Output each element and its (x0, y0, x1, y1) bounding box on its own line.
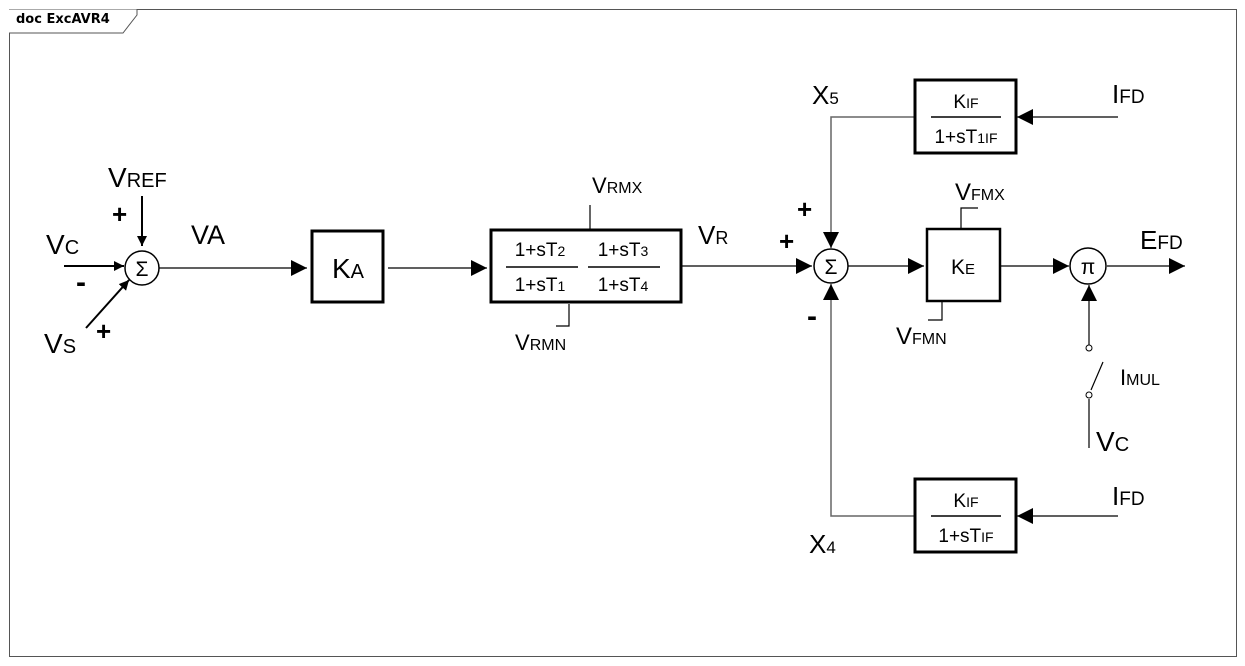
x4-feedback-line (823, 284, 914, 517)
vr-label: VR (698, 220, 728, 250)
svg-text:KA: KA (332, 253, 365, 284)
multiplier: π (1069, 247, 1107, 285)
ke-main: K (951, 256, 965, 279)
vref-label: VREF (108, 162, 167, 193)
kif-top-num-sub: IF (966, 95, 978, 111)
ka-main: K (332, 253, 351, 284)
vrmx-leader (577, 205, 591, 231)
summer-2: Σ (813, 248, 849, 284)
vs-input-arrow (85, 279, 130, 329)
ka-sub: A (351, 261, 365, 283)
svg-text:1+sT1IF: 1+sT1IF (934, 127, 997, 148)
kif-bottom-den: 1+sT (938, 526, 981, 547)
kif-top-block: KIF 1+sT1IF (913, 78, 1018, 155)
efd-label: EFD (1140, 225, 1183, 255)
kif-bottom-den-sub: IF (981, 529, 993, 545)
svg-text:1+sT1: 1+sT1 (515, 275, 566, 296)
kif-bottom-block: KIF 1+sTIF (913, 477, 1018, 554)
svg-text:1+sT3: 1+sT3 (598, 240, 649, 261)
leadlag-num2-sub: 3 (640, 243, 648, 259)
sum2-top-sign: + (797, 194, 812, 224)
kif-top-den: 1+sT (934, 127, 977, 148)
vrmx-label: VRMX (592, 173, 643, 198)
frame-tab (9, 9, 138, 34)
leadlag-den1: 1+sT (515, 275, 558, 296)
leadlag-den1-sub: 1 (557, 278, 565, 294)
vc2-label: VC (1096, 426, 1129, 457)
x5-feedback-line (823, 116, 914, 248)
vrmn-label: VRMN (515, 330, 566, 355)
leadlag-den2: 1+sT (598, 275, 641, 296)
frame-title: doc ExcAVR4 (16, 12, 110, 27)
svg-text:KE: KE (951, 256, 975, 279)
ifd-bottom-label: IFD (1112, 481, 1145, 511)
summer-1: Σ (124, 250, 160, 286)
x5-label: X5 (812, 80, 839, 110)
vfmx-leader (960, 207, 978, 228)
sum2-left-sign: + (779, 226, 794, 256)
vs-label: VS (44, 328, 76, 359)
leadlag-num2: 1+sT (598, 240, 641, 261)
sum1-left-sign: - (76, 266, 86, 299)
svg-text:1+sT2: 1+sT2 (515, 240, 566, 261)
switch-contact-bottom (1085, 391, 1093, 399)
leadlag-num1: 1+sT (515, 240, 558, 261)
leadlag-num1-sub: 2 (557, 243, 565, 259)
kif-top-den-sub: 1IF (977, 130, 997, 146)
svg-text:KIF: KIF (953, 92, 978, 113)
va-label: VA (191, 220, 225, 250)
vc-label: VC (46, 229, 79, 260)
imul-switch-blade (1090, 361, 1104, 391)
sum1-top-sign: + (112, 199, 127, 229)
x4-label: X4 (809, 529, 836, 559)
ke-block: KE (925, 227, 1002, 303)
kif-bottom-num-sub: IF (966, 494, 978, 510)
sum2-bottom-sign: - (807, 300, 817, 333)
vfmn-label: VFMN (896, 323, 947, 350)
vfmn-leader (928, 302, 943, 321)
frame-kind: doc (16, 12, 42, 27)
svg-text:1+sTIF: 1+sTIF (938, 526, 993, 547)
ifd-top-label: IFD (1112, 79, 1145, 109)
vrmn-leader (556, 304, 570, 327)
kif-bottom-num: K (953, 491, 966, 512)
kif-top-num: K (953, 92, 966, 113)
summer-1-symbol: Σ (136, 258, 149, 281)
sum1-bottom-sign: + (96, 316, 111, 346)
leadlag-block: 1+sT2 1+sT1 1+sT3 1+sT4 (489, 228, 683, 304)
leadlag-den2-sub: 4 (640, 278, 648, 294)
ka-block: KA (310, 229, 385, 304)
frame-name: ExcAVR4 (46, 12, 110, 27)
multiplier-symbol: π (1081, 256, 1096, 279)
ke-sub: E (965, 261, 975, 278)
switch-contact-top (1085, 344, 1093, 352)
vfmx-label: VFMX (955, 179, 1005, 206)
imul-label: IMUL (1120, 365, 1160, 390)
svg-text:KIF: KIF (953, 491, 978, 512)
summer-2-symbol: Σ (825, 256, 838, 279)
svg-text:1+sT4: 1+sT4 (598, 275, 649, 296)
